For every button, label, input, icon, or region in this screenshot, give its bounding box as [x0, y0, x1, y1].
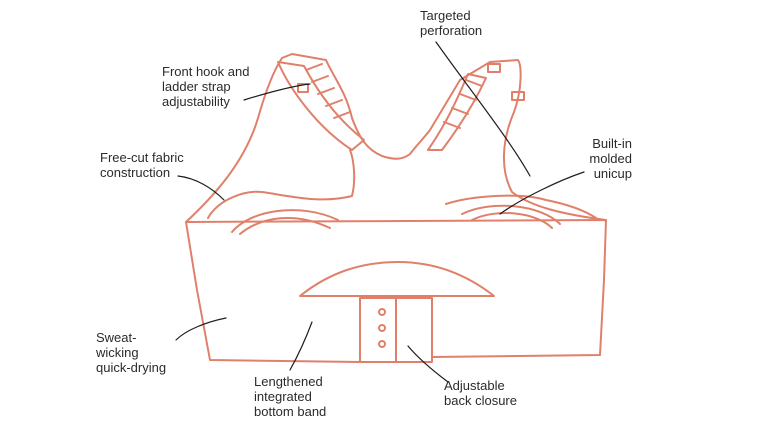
label-built-in-cup: Built-in molded unicup: [589, 136, 632, 181]
ladder-rung: [459, 93, 477, 101]
leader-targeted-perforation: [435, 41, 531, 177]
label-sweat-wicking: Sweat- wicking quick-drying: [96, 330, 167, 375]
leader-bottom-band: [289, 321, 313, 371]
leader-sweat-wicking: [175, 317, 227, 341]
left-molded-cup: [231, 209, 339, 233]
left-strap: [277, 61, 365, 151]
hook-eye: [378, 308, 386, 316]
ladder-rung: [317, 87, 335, 95]
right-molded-cup: [461, 204, 561, 225]
back-dome-panel: [299, 261, 495, 297]
label-back-closure: Adjustable back closure: [444, 378, 517, 408]
right-molded-cup-inner: [471, 212, 553, 229]
label-targeted-perforation: Targeted perforation: [420, 8, 483, 38]
leader-back-closure: [407, 345, 449, 383]
leader-lines: [175, 41, 585, 383]
strap-hook: [511, 91, 525, 101]
strap-hook: [297, 83, 309, 93]
strap-hook: [487, 63, 501, 73]
leader-front-hook: [243, 83, 311, 101]
label-front-hook: Front hook and ladder strap adjustabilit…: [162, 64, 250, 109]
ladder-rung: [333, 111, 351, 119]
left-cup-outline: [185, 53, 607, 223]
ladder-rung: [311, 75, 329, 83]
left-inner-cup: [207, 149, 356, 219]
ladder-rung: [465, 79, 483, 87]
ladder-rung: [451, 107, 469, 115]
ladder-rung: [443, 121, 461, 129]
ladder-rung: [325, 99, 343, 107]
leader-free-cut: [177, 175, 225, 201]
label-free-cut: Free-cut fabric construction: [100, 150, 184, 180]
leader-built-in-cup: [499, 171, 585, 215]
hook-eye: [378, 340, 386, 348]
right-inner-cup: [445, 194, 597, 219]
left-molded-cup-inner: [239, 217, 331, 235]
ladder-rung: [305, 63, 323, 71]
right-strap: [427, 73, 487, 151]
label-bottom-band: Lengthened integrated bottom band: [254, 374, 327, 419]
hook-eye: [378, 324, 386, 332]
bra-outline: [185, 53, 607, 363]
